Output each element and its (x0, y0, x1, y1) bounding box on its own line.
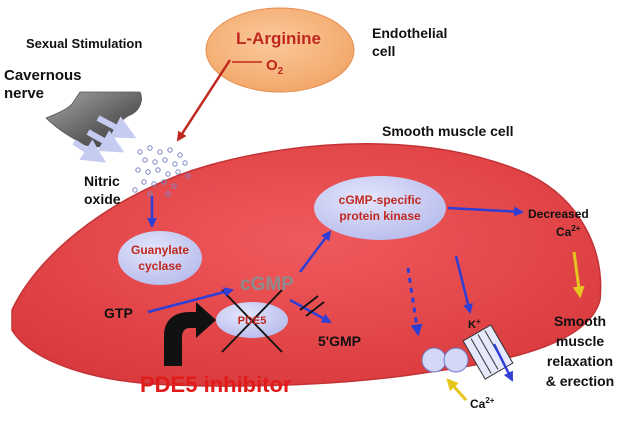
nerve-label: nerve (4, 85, 44, 102)
oxide-label: oxide (84, 191, 121, 207)
k-base: K (468, 319, 476, 331)
guanylate-cyclase-enzyme (118, 231, 202, 285)
nitric-label: Nitric (84, 173, 120, 189)
pde5-inhibitor-label: PDE5 inhibitor (140, 372, 292, 397)
decreased-label: Decreased (528, 207, 589, 221)
pk-to-k-channel-arrow (454, 255, 473, 314)
endothelial-cell (205, 7, 355, 93)
cgmp-specific-label: cGMP-specific (339, 193, 422, 207)
protein-kinase-label: protein kinase (339, 209, 421, 223)
o2-sub: 2 (278, 66, 284, 77)
5gmp-label: 5'GMP (318, 333, 361, 349)
pk-to-decreased-ca-arrow (447, 206, 524, 217)
smooth-muscle-cell-label: Smooth muscle cell (382, 123, 513, 139)
o2-base: O (266, 57, 278, 74)
sexual-stimulation-label: Sexual Stimulation (26, 36, 142, 51)
nitric-oxide-dots (132, 145, 191, 197)
gtp-to-cgmp-arrow (147, 287, 234, 314)
decreased-ca-sup: 2+ (571, 224, 580, 233)
o2-label: O2 (266, 57, 284, 77)
muscle-label: muscle (556, 333, 604, 349)
endothelial-cell-label: cell (372, 43, 395, 59)
ca-entry-sup: 2+ (485, 396, 494, 405)
cavernous-label: Cavernous (4, 67, 82, 84)
guanylate-label: Guanylate (131, 243, 189, 257)
pde5-crossed-out-mark (221, 289, 283, 353)
k-sup: + (476, 317, 481, 326)
decreased-ca-base: Ca (556, 225, 572, 239)
cgmp-label: cGMP (240, 274, 294, 295)
protein-kinase-enzyme (314, 176, 446, 240)
erection-label: & erection (546, 373, 614, 389)
l-arginine-label: L-Arginine (236, 29, 321, 48)
gtp-label: GTP (104, 305, 133, 321)
decreased-ca-to-relaxation-arrow (572, 251, 585, 299)
calcium-channel-left (421, 347, 447, 373)
ca-entry-base: Ca (470, 397, 486, 411)
relaxation-label: relaxation (547, 353, 613, 369)
blocked-mark (299, 295, 325, 317)
endothelial-label: Endothelial (372, 25, 447, 41)
k-efflux-arrow (492, 343, 514, 382)
cavernous-nerve-shape (45, 91, 142, 148)
pk-to-ca-channel-dotted-arrow (406, 267, 423, 337)
pde5-inhibitor-arrow (164, 302, 216, 366)
nerve-signal-arrows (72, 115, 137, 163)
ca-entry-label: Ca2+ (470, 396, 495, 411)
smooth-label: Smooth (554, 313, 606, 329)
pde5-enzyme-label: PDE5 (238, 315, 267, 327)
calcium-channel-right (443, 347, 469, 373)
cgmp-to-5gmp-arrow (289, 298, 332, 324)
l-arginine-to-no-arrow (176, 59, 232, 142)
k-label: K+ (468, 317, 481, 331)
cgmp-to-pk-arrow (299, 230, 332, 273)
ca-entry-arrow (446, 378, 468, 402)
cyclase-label: cyclase (138, 259, 182, 273)
decreased-ca-label: Ca2+ (556, 224, 581, 239)
